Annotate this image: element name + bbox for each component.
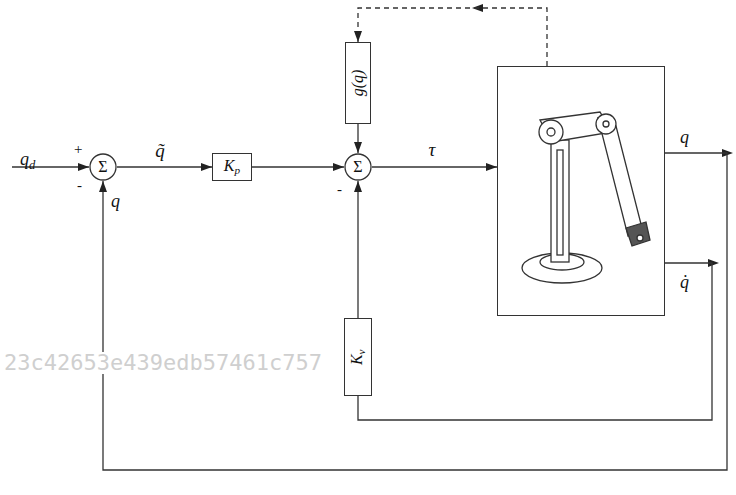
signal-name: q [111, 192, 120, 210]
signal-name: q [680, 128, 689, 146]
robot-shoulder-axis [547, 128, 555, 136]
gain-box: Kp [212, 153, 252, 182]
robot-elbow [596, 114, 616, 134]
symbol-letter: K [348, 354, 365, 365]
summing-junction: Σ [89, 153, 117, 181]
junction-circle [345, 154, 371, 180]
robot-gripper [637, 235, 643, 241]
signal-name: τ [427, 140, 438, 159]
signal-line [252, 166, 344, 167]
node-text: Σ [353, 159, 362, 175]
signal-line [117, 166, 212, 167]
robot-column [551, 140, 569, 262]
feedback-dashed-line [358, 8, 547, 66]
node-text: g(q) [350, 70, 366, 97]
signal-line [357, 124, 358, 153]
signal-name: q̃ [153, 141, 167, 160]
summing-junction: Σ [344, 153, 372, 181]
robot-plant [497, 66, 665, 316]
gravity-box: g(q) [345, 42, 371, 124]
robot-forearm [598, 118, 642, 236]
robot-column-inner [557, 150, 563, 255]
symbol-subscript: d [29, 158, 35, 172]
sign-mark: - [337, 182, 342, 197]
signal-name: qd [20, 150, 35, 171]
symbol-letter: q [20, 149, 29, 169]
robot-wrist [626, 222, 650, 246]
signal-line [372, 166, 497, 167]
symbol-subscript: p [235, 164, 241, 176]
signal-line [357, 181, 358, 318]
node-text: Kp [224, 158, 240, 177]
robot-shoulder [539, 120, 563, 144]
symbol-subscript: v [355, 349, 367, 354]
sign-mark: - [77, 178, 82, 193]
robot-elbow-axis [603, 121, 609, 127]
symbol-letter: K [224, 157, 235, 174]
sign-mark: + [74, 142, 82, 157]
signal-name: q̇ [680, 273, 689, 291]
signal-line [358, 263, 712, 420]
watermark: 23c42653e439edb57461c757 [4, 352, 322, 374]
junction-circle [90, 154, 116, 180]
node-text: Kv [349, 349, 368, 365]
node-text: Σ [98, 159, 107, 175]
gain-box: Kv [344, 318, 373, 396]
